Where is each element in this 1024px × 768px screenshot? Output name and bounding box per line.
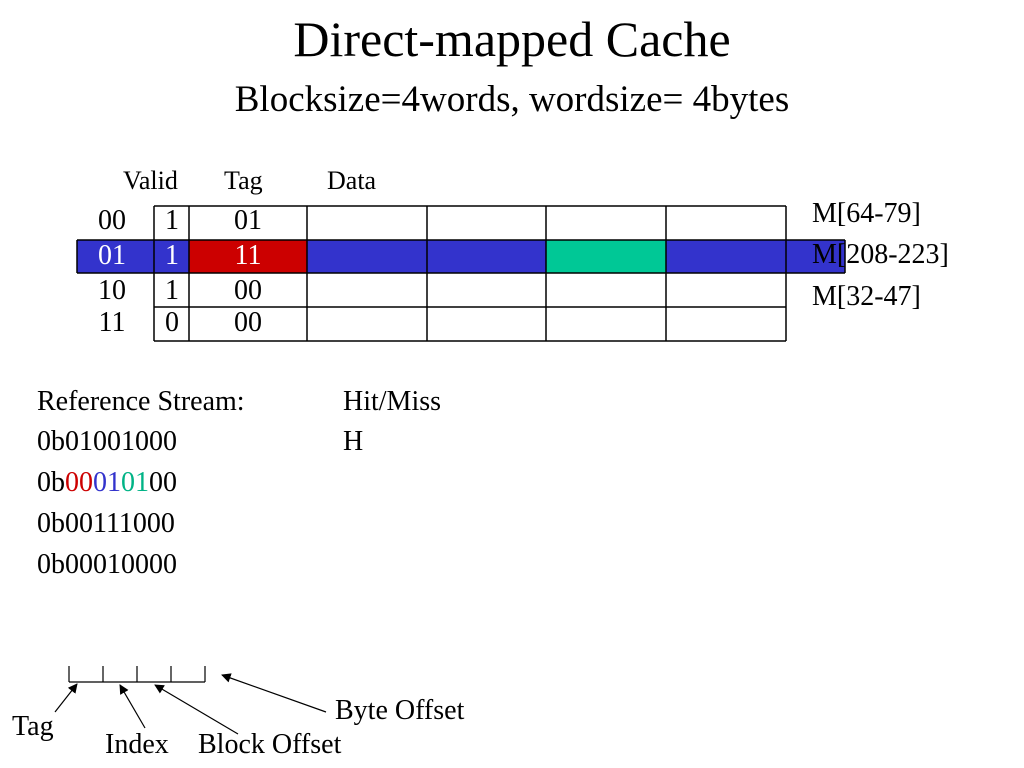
row-index: 00: [98, 205, 126, 236]
tag-header: Tag: [224, 166, 263, 195]
highlight-word-fill: [546, 240, 666, 273]
tag-value: 01: [234, 205, 262, 236]
address-bits: 00010000: [65, 549, 177, 580]
memory-range: M[208-223]: [812, 239, 949, 270]
address-prefix: 0b: [37, 426, 65, 457]
reference-stream-header: Reference Stream:: [37, 386, 245, 417]
slide-subtitle: Blocksize=4words, wordsize= 4bytes: [234, 79, 790, 120]
data-header: Data: [327, 166, 377, 195]
row-index: 10: [98, 275, 126, 306]
address-index-bits: 01: [93, 467, 121, 498]
highlight-tag-fill: [189, 240, 307, 273]
valid-bit: 1: [165, 240, 179, 271]
byte-offset-field-label: Byte Offset: [335, 695, 465, 726]
address-tag-bits: 00: [65, 467, 93, 498]
address-byte-offset-bits: 00: [149, 467, 177, 498]
address-prefix: 0b: [37, 467, 65, 498]
index-field-label: Index: [105, 729, 169, 760]
row-index: 01: [98, 240, 126, 271]
tag-value: 11: [234, 240, 262, 271]
tag-value: 00: [234, 275, 262, 306]
memory-range: M[64-79]: [812, 198, 921, 229]
tag-field-label: Tag: [12, 711, 54, 742]
memory-range: M[32-47]: [812, 281, 921, 312]
address-prefix: 0b: [37, 549, 65, 580]
address-entry: 0b00111000: [37, 508, 175, 540]
hit-miss-result: H: [343, 426, 364, 457]
address-entry: 0b00010000: [37, 549, 177, 581]
address-prefix: 0b: [37, 508, 65, 539]
address-block-offset-bits: 01: [121, 467, 149, 498]
hit-miss-header: Hit/Miss: [343, 386, 442, 417]
row-index: 11: [98, 307, 126, 338]
tag-value: 00: [234, 307, 262, 338]
valid-bit: 0: [165, 307, 179, 338]
valid-bit: 1: [165, 205, 179, 236]
slide-title: Direct-mapped Cache: [293, 11, 731, 67]
valid-header: Valid: [123, 166, 178, 195]
address-bits: 01001000: [65, 426, 177, 457]
address-entry: 0b01001000: [37, 426, 177, 458]
address-entry: 0b00010100: [37, 467, 177, 499]
block-offset-field-label: Block Offset: [198, 729, 342, 760]
address-bits: 00111000: [65, 508, 175, 539]
valid-bit: 1: [165, 275, 179, 306]
